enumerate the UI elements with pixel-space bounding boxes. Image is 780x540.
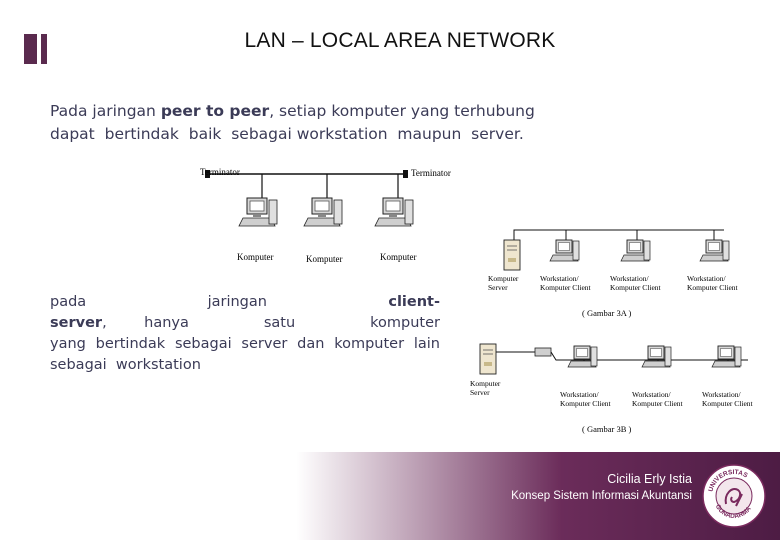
server-icon — [479, 343, 497, 375]
footer-band — [0, 452, 780, 540]
peer-to-peer-paragraph: Pada jaringan peer to peer, setiap kompu… — [50, 100, 570, 146]
p2-line2: yang bertindak sebagai server dan komput… — [50, 336, 440, 352]
computer-icon — [620, 239, 651, 262]
client-server-diagram-3a: Komputer Server Workstation/ Komputer Cl… — [488, 229, 739, 318]
computer-label: Komputer — [380, 252, 417, 262]
accent-bar-thin — [41, 34, 47, 64]
client-label-line2: Komputer Client — [632, 399, 684, 408]
client-label-line1: Workstation/ — [610, 274, 649, 283]
server-icon — [503, 239, 521, 271]
computer-icon — [699, 239, 730, 262]
client-label-line2: Komputer Client — [610, 283, 662, 292]
client-label-line1: Workstation/ — [687, 274, 726, 283]
p1-text-post: , setiap komputer yang terhubung — [269, 102, 535, 120]
server-label-line1: Komputer — [470, 379, 501, 388]
terminator-left-icon — [205, 170, 210, 178]
p1-text-pre: Pada jaringan — [50, 102, 161, 120]
client-label-line1: Workstation/ — [560, 390, 599, 399]
caption-3b: ( Gambar 3B ) — [582, 424, 632, 434]
caption-3a: ( Gambar 3A ) — [582, 308, 632, 318]
peer-to-peer-diagram: Terminator Terminator Komputer Komputer … — [200, 167, 451, 264]
p2-text-post: , hanya satu komputer — [102, 315, 440, 331]
slide-title: LAN – LOCAL AREA NETWORK — [244, 29, 556, 52]
university-logo: UNIVERSITAS GUNADARMA — [702, 464, 766, 528]
p2-bold-term: client-server — [50, 294, 440, 331]
accent-bar-thick — [24, 34, 37, 64]
p2-text-pre: pada jaringan — [50, 294, 389, 310]
computer-icon — [549, 239, 580, 262]
computer-icon — [711, 345, 742, 368]
p1-line2: dapat bertindak baik sebagai workstation… — [50, 125, 524, 143]
p2-line1: pada jaringan client-server, hanya satu … — [50, 292, 440, 334]
server-label-line2: Server — [488, 283, 508, 292]
computer-icon — [641, 345, 672, 368]
client-label-line1: Workstation/ — [632, 390, 671, 399]
client-server-diagram-3b: Komputer Server Workstation/ Komputer Cl… — [470, 343, 754, 434]
hub-icon — [534, 347, 552, 357]
computer-icon — [567, 345, 598, 368]
client-label-line2: Komputer Client — [560, 399, 612, 408]
client-server-paragraph: pada jaringan client-server, hanya satu … — [50, 292, 440, 376]
computer-icon — [374, 197, 414, 227]
client-label-line2: Komputer Client — [702, 399, 754, 408]
server-label-line2: Server — [470, 388, 490, 397]
computer-label: Komputer — [306, 254, 343, 264]
terminator-right-icon — [403, 170, 408, 178]
terminator-right-label: Terminator — [411, 168, 451, 178]
client-label-line1: Workstation/ — [702, 390, 741, 399]
p2-line3: sebagai workstation — [50, 357, 201, 373]
author-name: Cicilia Erly Istia — [607, 472, 692, 486]
client-label-line2: Komputer Client — [540, 283, 592, 292]
server-label-line1: Komputer — [488, 274, 519, 283]
computer-icon — [238, 197, 278, 227]
computer-icon — [303, 197, 343, 227]
p1-bold-term: peer to peer — [160, 102, 270, 120]
course-name: Konsep Sistem Informasi Akuntansi — [511, 490, 692, 502]
client-label-line1: Workstation/ — [540, 274, 579, 283]
client-label-line2: Komputer Client — [687, 283, 739, 292]
terminator-left-label: Terminator — [200, 167, 240, 177]
computer-label: Komputer — [237, 252, 274, 262]
